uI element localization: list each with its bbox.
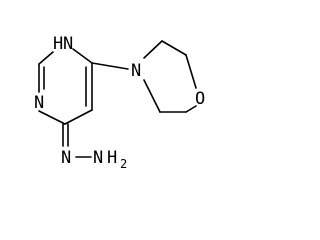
atom-label-hydrazone-n-alpha: N xyxy=(61,148,71,168)
atom-label-hydrazone-subscript: 2 xyxy=(120,157,127,171)
bond-morph-c-o-lower xyxy=(185,105,197,113)
atom-label-nh-h: H xyxy=(53,34,63,54)
chemical-structure-diagram: H N N N O N N H 2 xyxy=(34,34,205,171)
atom-label-morpholine-o: O xyxy=(195,89,205,109)
bond-n1-c6 xyxy=(72,48,93,64)
atom-label-nh-n: N xyxy=(63,34,73,54)
bond-c6-morpholine-n xyxy=(91,62,129,70)
bond-c4-c5 xyxy=(64,109,93,125)
bond-n1-c2 xyxy=(38,51,54,65)
bond-morph-n-c-lower xyxy=(143,79,161,113)
atom-label-n3: N xyxy=(34,93,44,113)
bond-morph-c-c-upper xyxy=(161,40,187,56)
bond-n3-c4 xyxy=(38,110,66,125)
bond-morph-c-o-upper xyxy=(185,54,197,89)
atom-label-hydrazone-h: H xyxy=(107,148,117,168)
molecule-drawing: H N N N O N N H 2 xyxy=(34,34,205,171)
bond-morph-n-c-upper xyxy=(143,40,163,59)
atom-label-morpholine-n: N xyxy=(131,61,141,81)
atom-label-hydrazone-n-beta: N xyxy=(93,148,103,168)
